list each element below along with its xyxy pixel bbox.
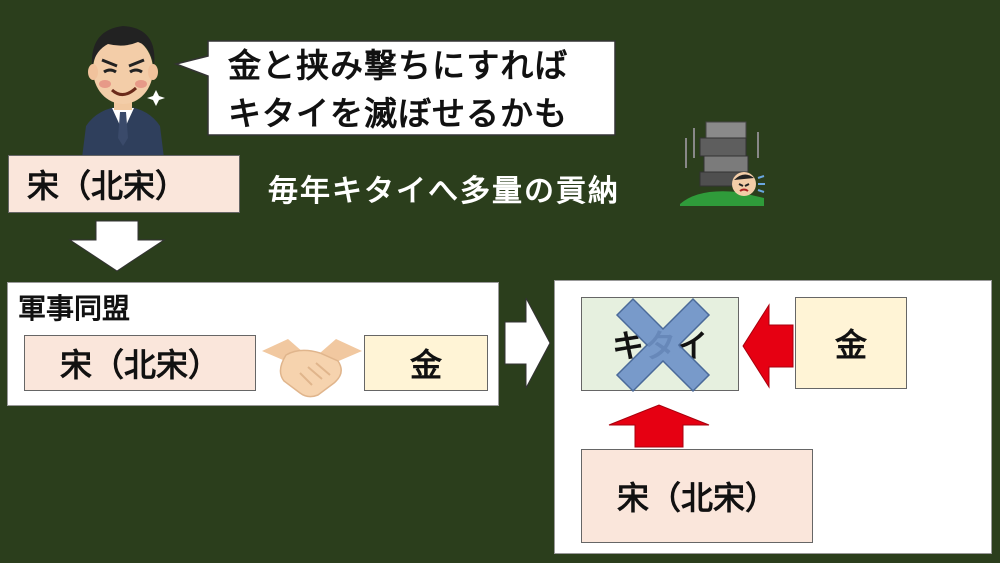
- alliance-song-label: 宋（北宋）: [59, 346, 220, 384]
- song-box-top: 宋（北宋）: [8, 155, 240, 213]
- speech-bubble-text: 金と挟み撃ちにすれば キタイを滅ぼせるかも: [228, 42, 612, 138]
- result-panel: キタイ 金 宋（北宋）: [554, 280, 992, 554]
- alliance-panel: 軍事同盟 宋（北宋） 金: [7, 282, 499, 406]
- alliance-song-box: 宋（北宋）: [24, 335, 256, 391]
- tribute-caption: 毎年キタイへ多量の貢納: [268, 174, 620, 209]
- alliance-jin-label: 金: [409, 346, 442, 384]
- speech-bubble: 金と挟み撃ちにすれば キタイを滅ぼせるかも: [173, 40, 616, 138]
- attack-arrow-from-jin: [742, 303, 794, 389]
- scheming-man-illustration: [82, 26, 165, 158]
- alliance-jin-box: 金: [364, 335, 488, 391]
- speech-line-2: キタイを滅ぼせるかも: [228, 94, 568, 133]
- crushed-by-tribute-illustration: [680, 121, 765, 206]
- attack-arrow-from-song: [608, 404, 710, 448]
- speech-line-1: 金と挟み撃ちにすれば: [228, 46, 569, 85]
- result-song-label: 宋（北宋）: [616, 479, 777, 517]
- speech-bubble-shape: [173, 40, 616, 136]
- down-arrow: [68, 220, 166, 272]
- song-box-top-label: 宋（北宋）: [27, 167, 188, 205]
- result-song-box: 宋（北宋）: [581, 449, 813, 543]
- cross-out-icon: [615, 297, 711, 393]
- alliance-title: 軍事同盟: [18, 292, 131, 325]
- right-arrow: [504, 297, 551, 389]
- result-jin-box: 金: [795, 297, 907, 389]
- result-jin-label: 金: [834, 326, 867, 364]
- kitai-box: キタイ: [581, 297, 739, 391]
- handshake-icon: [262, 339, 362, 398]
